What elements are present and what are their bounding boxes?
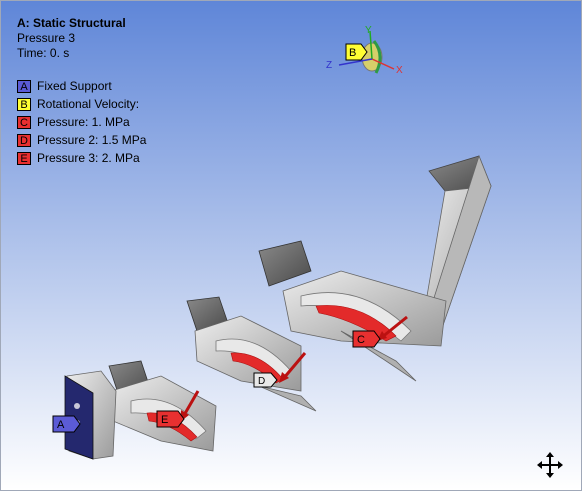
coordinate-triad[interactable]: X Y Z B: [326, 25, 403, 76]
x-axis: [371, 58, 395, 70]
tag-e-label: E: [161, 414, 168, 426]
boundary-condition-legend: A Fixed Support B Rotational Velocity: C…: [17, 77, 146, 167]
legend-label: Rotational Velocity:: [37, 97, 140, 111]
pan-move-icon[interactable]: [536, 451, 564, 479]
pressure-face-c: [315, 305, 397, 342]
fixed-support-block[interactable]: [64, 370, 117, 460]
pressure-arrow-d: [279, 352, 307, 383]
legend-item-pressure-3[interactable]: E Pressure 3: 2. MPa: [17, 149, 146, 167]
y-axis-label: Y: [365, 25, 372, 36]
legend-label: Pressure 2: 1.5 MPa: [37, 133, 147, 147]
bolt-hole: [74, 403, 80, 409]
x-axis-label: X: [396, 65, 403, 76]
tag-b[interactable]: [345, 43, 368, 61]
legend-item-rotational-velocity[interactable]: B Rotational Velocity:: [17, 95, 146, 113]
analysis-time: Time: 0. s: [17, 46, 70, 60]
legend-item-pressure-2[interactable]: D Pressure 2: 1.5 MPa: [17, 131, 146, 149]
z-axis-label: Z: [326, 60, 332, 71]
legend-label: Pressure: 1. MPa: [37, 115, 130, 129]
analysis-info: A: Static Structural Pressure 3 Time: 0.…: [17, 16, 126, 61]
tag-a-label: A: [57, 419, 65, 431]
tag-c-label: C: [357, 334, 365, 346]
tag-a[interactable]: A: [52, 415, 81, 433]
legend-item-pressure[interactable]: C Pressure: 1. MPa: [17, 113, 146, 131]
legend-badge-b: B: [17, 97, 31, 111]
blade-assembly-c[interactable]: [258, 154, 492, 382]
rotation-arrow-icon: [372, 40, 382, 74]
legend-badge-e: E: [17, 151, 31, 165]
tag-d-label: D: [258, 376, 265, 387]
tag-b-label: B: [349, 47, 356, 59]
analysis-title: A: Static Structural: [17, 16, 126, 30]
y-axis: [369, 30, 373, 60]
legend-label: Fixed Support: [37, 79, 112, 93]
blade-assembly-e[interactable]: [108, 360, 217, 452]
legend-badge-d: D: [17, 133, 31, 147]
tag-e[interactable]: E: [156, 410, 185, 428]
legend-badge-a: A: [17, 79, 31, 93]
analysis-subtitle: Pressure 3: [17, 31, 76, 45]
tag-d[interactable]: D: [253, 372, 278, 388]
tag-c[interactable]: C: [352, 330, 381, 348]
legend-label: Pressure 3: 2. MPa: [37, 151, 140, 165]
legend-badge-c: C: [17, 115, 31, 129]
legend-item-fixed-support[interactable]: A Fixed Support: [17, 77, 146, 95]
z-axis: [338, 58, 373, 66]
